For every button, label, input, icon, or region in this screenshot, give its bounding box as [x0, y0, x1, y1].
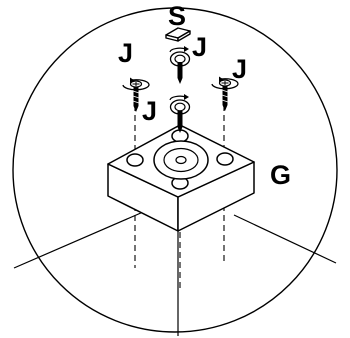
label-block: G — [270, 160, 291, 190]
label-screw: J — [232, 54, 247, 84]
cover-cap — [165, 27, 191, 42]
room-corner-lines — [13, 208, 337, 336]
label-cap: S — [168, 1, 186, 31]
label-screw: J — [118, 38, 133, 68]
screw-centre — [169, 94, 191, 133]
block-hole — [216, 152, 234, 166]
screw-top — [169, 46, 191, 84]
mounting-block — [107, 124, 255, 232]
block-hole — [126, 153, 144, 167]
label-screw: J — [142, 96, 157, 126]
block-centre-hole — [175, 155, 187, 165]
label-screw: J — [192, 32, 207, 62]
detail-circle — [12, 7, 338, 333]
